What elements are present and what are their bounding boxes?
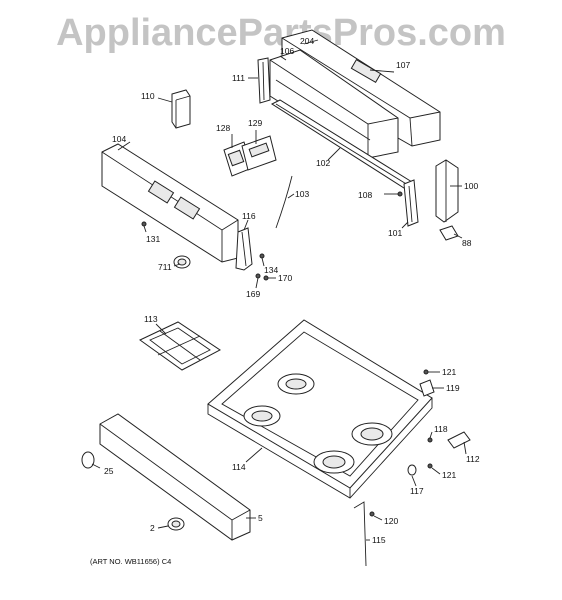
callout-114: 114 — [232, 462, 246, 472]
callout-121-lower: 121 — [442, 470, 456, 480]
callout-88: 88 — [462, 238, 472, 248]
part-113-grate[interactable] — [139, 321, 221, 371]
burner-4 — [351, 422, 393, 446]
part-116-side-bracket[interactable] — [235, 227, 253, 271]
callout-169: 169 — [246, 289, 260, 299]
part-103-rod[interactable] — [275, 175, 293, 229]
callout-5: 5 — [258, 513, 263, 523]
callout-104: 104 — [112, 134, 126, 144]
callout-110: 110 — [141, 91, 155, 101]
part-115-tube[interactable] — [353, 501, 367, 567]
part-119-bracket[interactable] — [419, 379, 435, 397]
callout-711: 711 — [158, 262, 172, 272]
callout-121-upper: 121 — [442, 367, 456, 377]
burner-2 — [277, 373, 315, 395]
watermark-text: AppliancePartsPros.com — [56, 12, 506, 54]
part-117-grommet[interactable] — [407, 464, 417, 476]
part-5-manifold-panel[interactable] — [99, 413, 251, 541]
callout-102: 102 — [316, 158, 330, 168]
callout-204: 204 — [300, 36, 314, 46]
callout-106: 106 — [280, 46, 294, 56]
part-134-screw[interactable] — [259, 253, 265, 259]
part-107-cover[interactable] — [281, 29, 441, 147]
callout-labels: 204 106 107 111 110 128 129 104 102 103 … — [104, 36, 480, 545]
callout-103: 103 — [295, 189, 309, 199]
part-114-cooktop[interactable] — [207, 319, 433, 499]
callout-115: 115 — [372, 535, 386, 545]
part-111-bracket[interactable] — [257, 57, 271, 104]
callout-117: 117 — [410, 486, 424, 496]
part-110-module[interactable] — [171, 89, 191, 129]
callout-120: 120 — [384, 516, 398, 526]
part-131-screw[interactable] — [141, 221, 147, 227]
callout-112: 112 — [466, 454, 480, 464]
callout-118: 118 — [434, 424, 448, 434]
part-118-screw[interactable] — [427, 437, 433, 443]
callout-116: 116 — [242, 211, 256, 221]
callout-119: 119 — [446, 383, 460, 393]
part-104-control-panel[interactable] — [101, 143, 239, 263]
part-169-screw[interactable] — [255, 273, 261, 279]
callout-101: 101 — [388, 228, 402, 238]
part-88-clip[interactable] — [439, 225, 459, 241]
callout-25: 25 — [104, 466, 114, 476]
burner-3 — [313, 450, 355, 474]
callout-111: 111 — [232, 73, 245, 83]
callout-107: 107 — [396, 60, 410, 70]
part-129-plate[interactable] — [241, 135, 277, 171]
part-112-ignitor[interactable] — [447, 431, 471, 449]
callout-128: 128 — [216, 123, 230, 133]
callout-108: 108 — [358, 190, 372, 200]
part-2-knob[interactable] — [167, 517, 185, 531]
part-121-screw-lower[interactable] — [427, 463, 433, 469]
part-101-bracket[interactable] — [403, 179, 419, 227]
part-100-side-panel[interactable] — [435, 159, 459, 223]
callout-129: 129 — [248, 118, 262, 128]
part-170-screw[interactable] — [263, 275, 269, 281]
part-120-screw[interactable] — [369, 511, 375, 517]
callout-170: 170 — [278, 273, 292, 283]
callout-113: 113 — [144, 314, 158, 324]
burner-1 — [243, 405, 281, 427]
part-108-screw[interactable] — [397, 191, 403, 197]
part-25-knob[interactable] — [81, 451, 95, 469]
art-number: (ART NO. WB11656) C4 — [90, 557, 171, 566]
callout-134: 134 — [264, 265, 278, 275]
part-711-knob[interactable] — [173, 255, 191, 269]
callout-2: 2 — [150, 523, 155, 533]
callout-131: 131 — [146, 234, 160, 244]
callout-100: 100 — [464, 181, 478, 191]
leader-lines — [91, 39, 467, 541]
part-121-screw-upper[interactable] — [423, 369, 429, 375]
